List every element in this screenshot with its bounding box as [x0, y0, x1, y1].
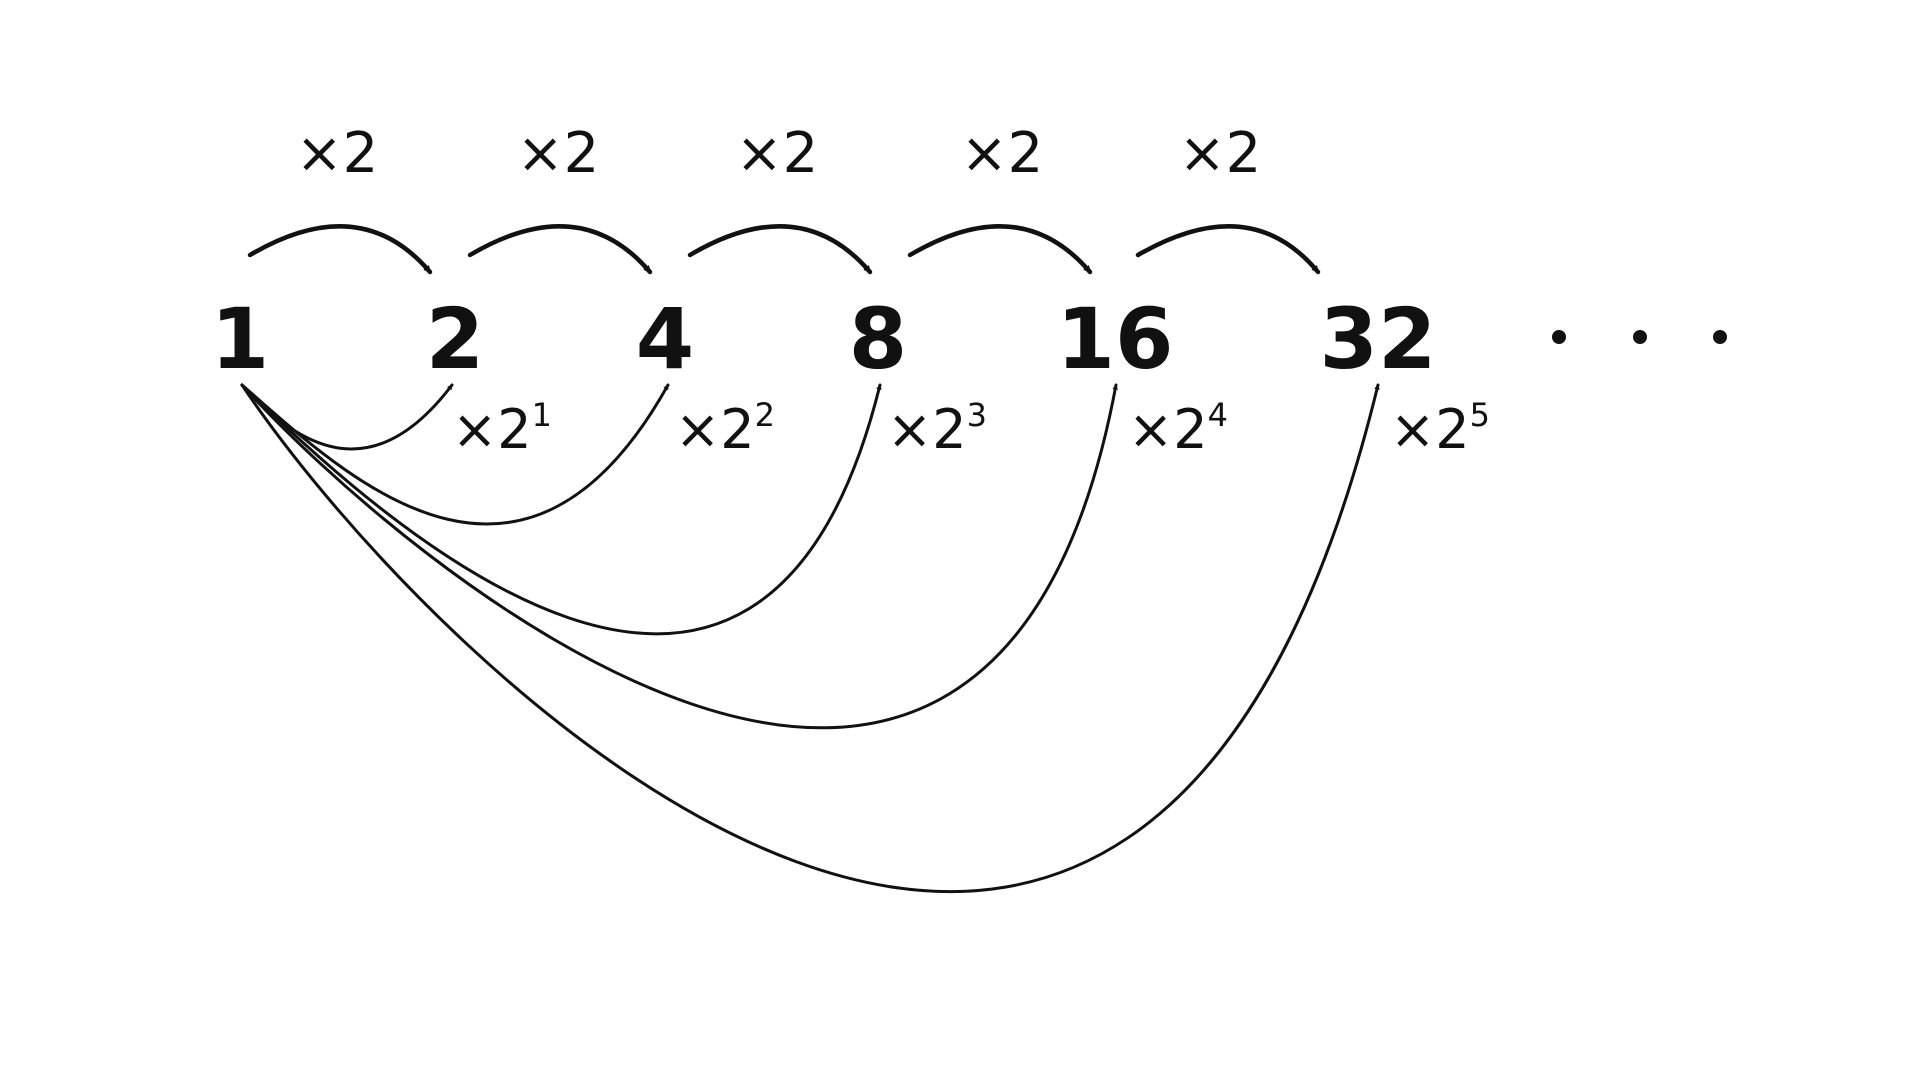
term-8: 8 [849, 290, 907, 388]
step-labels: ×2 ×2 ×2 ×2 ×2 [296, 121, 1262, 186]
power-arc-to-8 [240, 383, 882, 636]
sequence-terms: 1 2 4 8 16 32 [211, 290, 1437, 388]
term-4: 4 [636, 290, 694, 388]
term-2: 2 [426, 290, 484, 388]
power-label-2-base: ×2 [675, 398, 755, 461]
step-arc-8-to-16 [907, 224, 1093, 275]
power-arc-to-4 [240, 383, 670, 526]
power-label-5-exponent: 5 [1470, 396, 1490, 434]
power-arc-to-32 [240, 383, 1380, 894]
power-label-4-base: ×2 [1128, 398, 1208, 461]
power-label-3-base: ×2 [887, 398, 967, 461]
power-label-2-exponent: 2 [755, 396, 775, 434]
step-arc-16-to-32 [1135, 224, 1321, 275]
step-arc-1-to-2 [247, 224, 433, 275]
ellipsis: . . . [1552, 330, 1727, 346]
step-label-3: ×2 [736, 121, 819, 186]
power-label-5-base: ×2 [1390, 398, 1470, 461]
term-16: 16 [1057, 290, 1174, 388]
power-label-4: ×24 [1128, 396, 1228, 461]
step-arc-4-to-8 [687, 224, 873, 275]
step-label-1: ×2 [296, 121, 379, 186]
ellipsis-dot-1 [1552, 330, 1566, 344]
power-label-4-exponent: 4 [1208, 396, 1228, 434]
ellipsis-dot-3 [1713, 330, 1727, 344]
step-label-5: ×2 [1179, 121, 1262, 186]
power-label-3-exponent: 3 [967, 396, 987, 434]
ellipsis-text: . . . [1639, 344, 1641, 346]
power-label-5: ×25 [1390, 396, 1490, 461]
power-arcs [240, 383, 1380, 894]
power-label-2: ×22 [675, 396, 775, 461]
step-arcs [247, 224, 1321, 275]
term-32: 32 [1320, 290, 1437, 388]
ellipsis-dot-2 [1633, 330, 1647, 344]
term-1: 1 [211, 290, 269, 388]
step-label-4: ×2 [961, 121, 1044, 186]
power-label-1: ×21 [452, 396, 552, 461]
step-label-2: ×2 [517, 121, 600, 186]
power-label-1-exponent: 1 [532, 396, 552, 434]
power-label-3: ×23 [887, 396, 987, 461]
power-labels: ×21 ×22 ×23 ×24 ×25 [452, 396, 1490, 461]
power-label-1-base: ×2 [452, 398, 532, 461]
step-arc-2-to-4 [467, 224, 653, 275]
power-arc-to-16 [240, 383, 1118, 730]
